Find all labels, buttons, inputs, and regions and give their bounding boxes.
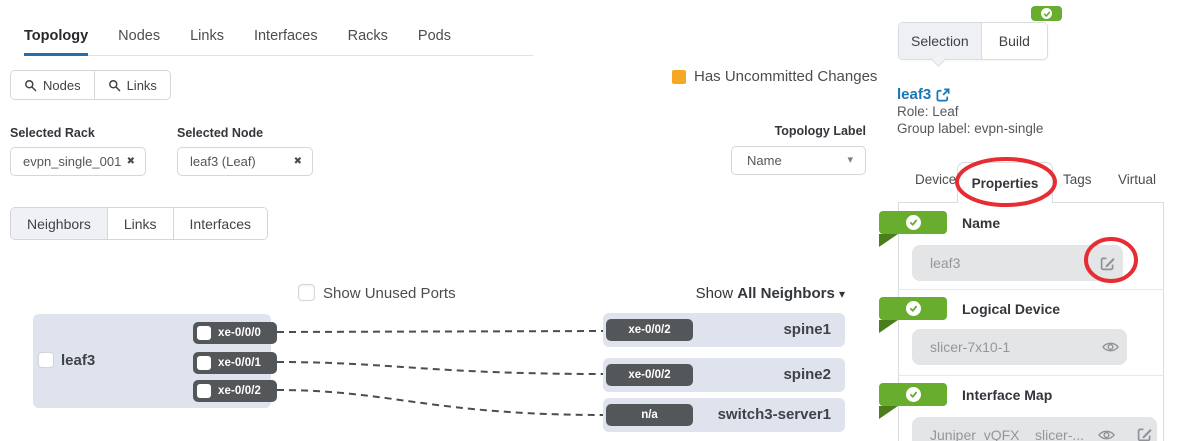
panel-border-left <box>898 202 899 441</box>
tab-racks[interactable]: Racks <box>347 28 388 44</box>
show-neighbors-dropdown[interactable]: Show All Neighbors ▾ <box>696 285 845 302</box>
port-label: xe-0/0/0 <box>218 327 261 339</box>
tab-device[interactable]: Device <box>915 172 957 187</box>
port-label: xe-0/0/1 <box>218 357 261 369</box>
neighbor-name: switch3-server1 <box>717 406 831 423</box>
section-heading-name: Name <box>962 215 1001 231</box>
eye-icon[interactable] <box>1102 341 1119 353</box>
search-button-group: Nodes Links <box>10 70 171 100</box>
eye-icon[interactable] <box>1098 429 1115 441</box>
selected-node-pill[interactable]: leaf3 (Leaf) ✖ <box>177 147 313 176</box>
show-neighbors-value: All Neighbors <box>737 285 835 302</box>
port-label: xe-0/0/2 <box>218 385 261 397</box>
check-icon <box>1041 8 1052 19</box>
search-links-button[interactable]: Links <box>93 71 170 99</box>
selected-rack-value: evpn_single_001 <box>23 154 122 169</box>
tab-links[interactable]: Links <box>190 28 224 44</box>
port-chip-xe000[interactable]: xe-0/0/0 <box>193 322 277 344</box>
topology-label-dropdown[interactable]: Name ▾ <box>731 146 866 175</box>
selected-rack-pill[interactable]: evpn_single_001 ✖ <box>10 147 146 176</box>
clear-node-icon[interactable]: ✖ <box>293 155 302 167</box>
name-field: leaf3 <box>912 245 1123 281</box>
search-nodes-button[interactable]: Nodes <box>11 71 94 99</box>
node-leaf3-label: leaf3 <box>61 352 96 369</box>
port-checkbox[interactable] <box>197 356 211 370</box>
tab-topology[interactable]: Topology <box>24 28 89 56</box>
topology-label-caption: Topology Label <box>774 124 866 138</box>
node-leaf3-checkbox[interactable] <box>38 352 54 368</box>
neighbor-port-chip: xe-0/0/2 <box>606 319 693 341</box>
status-ribbon <box>879 211 947 234</box>
status-ribbon <box>879 383 947 406</box>
check-icon <box>905 215 921 230</box>
uncommitted-changes-label: Has Uncommitted Changes <box>694 68 878 85</box>
show-unused-ports-checkbox[interactable] <box>298 284 315 301</box>
logical-device-value: slicer-7x10-1 <box>930 339 1011 355</box>
neighbor-row-switch3-server1[interactable]: n/a switch3-server1 <box>603 398 845 432</box>
tab-tags[interactable]: Tags <box>1063 172 1092 187</box>
port-chip-xe002[interactable]: xe-0/0/2 <box>193 380 277 402</box>
interface-map-field: Juniper_vQFX__slicer-... <box>912 417 1157 441</box>
tab-virtual[interactable]: Virtual <box>1118 172 1157 187</box>
neighbor-name: spine2 <box>783 366 831 383</box>
neighbor-port-chip: xe-0/0/2 <box>606 364 693 386</box>
neighbor-row-spine2[interactable]: xe-0/0/2 spine2 <box>603 358 845 392</box>
view-tab-interfaces[interactable]: Interfaces <box>172 208 267 239</box>
selected-node-value: leaf3 (Leaf) <box>190 154 256 169</box>
edit-icon[interactable] <box>1100 255 1116 271</box>
external-link-icon[interactable] <box>936 88 950 102</box>
main-tab-bar: Topology Nodes Links Interfaces Racks Po… <box>24 28 533 56</box>
tab-properties[interactable]: Properties <box>957 162 1053 203</box>
chevron-down-icon: ▾ <box>847 154 853 166</box>
ribbon-fold <box>879 234 898 247</box>
show-unused-ports-label: Show Unused Ports <box>323 285 456 302</box>
tab-pods[interactable]: Pods <box>417 28 451 44</box>
edit-icon[interactable] <box>1137 426 1153 441</box>
uncommitted-changes-legend: Has Uncommitted Changes <box>672 68 877 85</box>
ribbon-fold <box>879 320 898 333</box>
build-status-badge <box>1031 6 1062 21</box>
name-field-value: leaf3 <box>930 255 961 271</box>
topology-label-value: Name <box>747 153 782 168</box>
neighbor-name: spine1 <box>783 321 831 338</box>
interface-map-value: Juniper_vQFX__slicer-... <box>930 427 1085 441</box>
clear-rack-icon[interactable]: ✖ <box>126 155 135 167</box>
node-role-text: Role: Leaf <box>897 104 959 119</box>
panel-tab-bar: Selection Build <box>898 22 1048 60</box>
tab-interfaces[interactable]: Interfaces <box>253 28 318 44</box>
port-checkbox[interactable] <box>197 384 211 398</box>
search-links-label: Links <box>126 77 157 93</box>
port-chip-xe001[interactable]: xe-0/0/1 <box>193 352 277 374</box>
search-icon <box>24 79 37 92</box>
show-neighbors-prefix: Show <box>695 285 734 302</box>
section-divider <box>899 375 1163 376</box>
section-heading-logical-device: Logical Device <box>962 301 1061 317</box>
neighbor-port-chip: n/a <box>606 404 693 426</box>
ribbon-fold <box>879 406 898 419</box>
node-group-label-text: Group label: evpn-single <box>897 121 1044 136</box>
view-tab-neighbors[interactable]: Neighbors <box>11 208 107 239</box>
logical-device-field: slicer-7x10-1 <box>912 329 1127 365</box>
view-tab-group: Neighbors Links Interfaces <box>10 207 268 240</box>
neighbor-row-spine1[interactable]: xe-0/0/2 spine1 <box>603 313 845 347</box>
check-icon <box>905 387 921 402</box>
check-icon <box>905 301 921 316</box>
panel-border-right <box>1163 202 1164 441</box>
section-heading-interface-map: Interface Map <box>962 387 1053 403</box>
status-ribbon <box>879 297 947 320</box>
port-checkbox[interactable] <box>197 326 211 340</box>
section-divider <box>899 289 1163 290</box>
search-nodes-label: Nodes <box>43 77 81 93</box>
tab-nodes[interactable]: Nodes <box>118 28 161 44</box>
tab-selection[interactable]: Selection <box>899 23 981 59</box>
chevron-down-icon: ▾ <box>838 287 845 301</box>
view-tab-links[interactable]: Links <box>106 208 173 239</box>
search-icon <box>108 79 121 92</box>
selected-node-label: Selected Node <box>177 126 264 140</box>
selected-rack-label: Selected Rack <box>10 126 95 140</box>
selected-node-title-link[interactable]: leaf3 <box>897 86 950 103</box>
selected-node-title: leaf3 <box>897 86 932 103</box>
tab-build[interactable]: Build <box>980 23 1047 59</box>
uncommitted-color-swatch <box>672 69 686 84</box>
